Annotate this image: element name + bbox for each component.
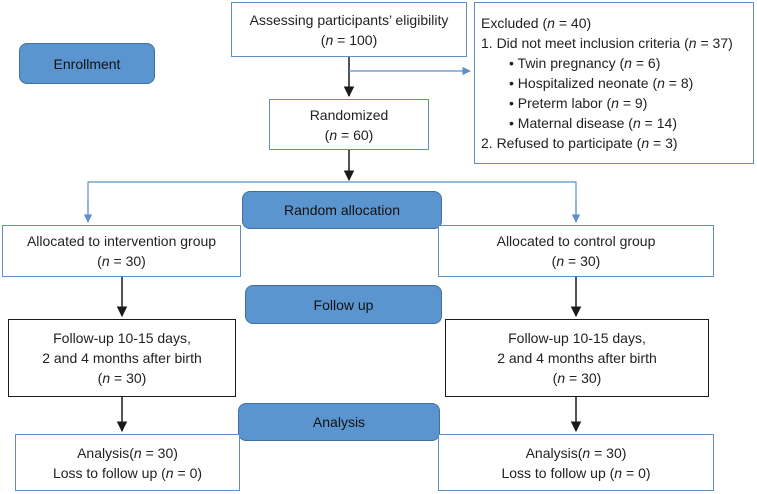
- intervention-followup-line2: 2 and 4 months after birth: [42, 350, 202, 366]
- excluded-sub-item: • Preterm labor (n = 9): [509, 95, 648, 111]
- randomized-title: Randomized: [309, 106, 389, 123]
- excluded-item-inclusion-criteria: 1. Did not meet inclusion criteria (n = …: [481, 35, 733, 51]
- intervention-loss-line: Loss to follow up (n = 0): [52, 464, 203, 481]
- excluded-sub-item: • Hospitalized neonate (n = 8): [509, 75, 694, 91]
- excluded-item-refused: 2. Refused to participate (n = 3): [481, 135, 678, 151]
- intervention-analysis-line: Analysis(n = 30): [77, 444, 178, 461]
- intervention-allocated-title: Allocated to intervention group: [26, 233, 217, 249]
- eligibility-title: Assessing participants’ eligibility: [249, 11, 449, 28]
- control-analysis-box: Analysis(n = 30) Loss to follow up (n = …: [438, 434, 714, 491]
- intervention-followup-count: (n = 30): [97, 370, 147, 386]
- control-analysis-line: Analysis(n = 30): [525, 444, 627, 461]
- stage-label-analysis-text: Analysis: [312, 414, 366, 430]
- stage-label-analysis: Analysis: [238, 403, 440, 441]
- excluded-sub-list: • Twin pregnancy (n = 6) • Hospitalized …: [481, 53, 693, 133]
- control-followup-line2: 2 and 4 months after birth: [497, 350, 657, 366]
- intervention-allocated-box: Allocated to intervention group (n = 30): [2, 225, 241, 277]
- control-followup-line1: Follow-up 10-15 days,: [508, 330, 646, 346]
- intervention-allocated-count: (n = 30): [97, 253, 146, 269]
- stage-label-enrollment-text: Enrollment: [53, 55, 121, 72]
- control-loss-line: Loss to follow up (n = 0): [501, 464, 651, 481]
- excluded-sub-item: • Twin pregnancy (n = 6): [509, 55, 661, 71]
- stage-label-random-allocation: Random allocation: [242, 191, 442, 229]
- stage-label-random-allocation-text: Random allocation: [284, 202, 400, 218]
- stage-label-follow-up: Follow up: [245, 285, 442, 324]
- eligibility-count: (n = 100): [320, 31, 378, 48]
- control-followup-box: Follow-up 10-15 days, 2 and 4 months aft…: [445, 319, 709, 397]
- stage-label-follow-up-text: Follow up: [313, 296, 374, 313]
- control-allocated-box: Allocated to control group (n = 30): [438, 225, 714, 277]
- eligibility-box: Assessing participants’ eligibility (n =…: [231, 2, 467, 57]
- excluded-title: Excluded (n = 40): [481, 15, 592, 31]
- control-followup-count: (n = 30): [552, 370, 602, 386]
- control-allocated-title: Allocated to control group: [496, 233, 656, 249]
- excluded-box: Excluded (n = 40) 1. Did not meet inclus…: [474, 2, 754, 164]
- stage-label-enrollment: Enrollment: [19, 43, 155, 84]
- intervention-followup-line1: Follow-up 10-15 days,: [53, 330, 191, 346]
- intervention-analysis-box: Analysis(n = 30) Loss to follow up (n = …: [15, 434, 240, 491]
- randomized-count: (n = 60): [324, 126, 374, 143]
- randomized-box: Randomized (n = 60): [269, 99, 429, 150]
- excluded-sub-item: • Maternal disease (n = 14): [509, 115, 677, 131]
- intervention-followup-box: Follow-up 10-15 days, 2 and 4 months aft…: [8, 319, 236, 397]
- control-allocated-count: (n = 30): [551, 253, 601, 269]
